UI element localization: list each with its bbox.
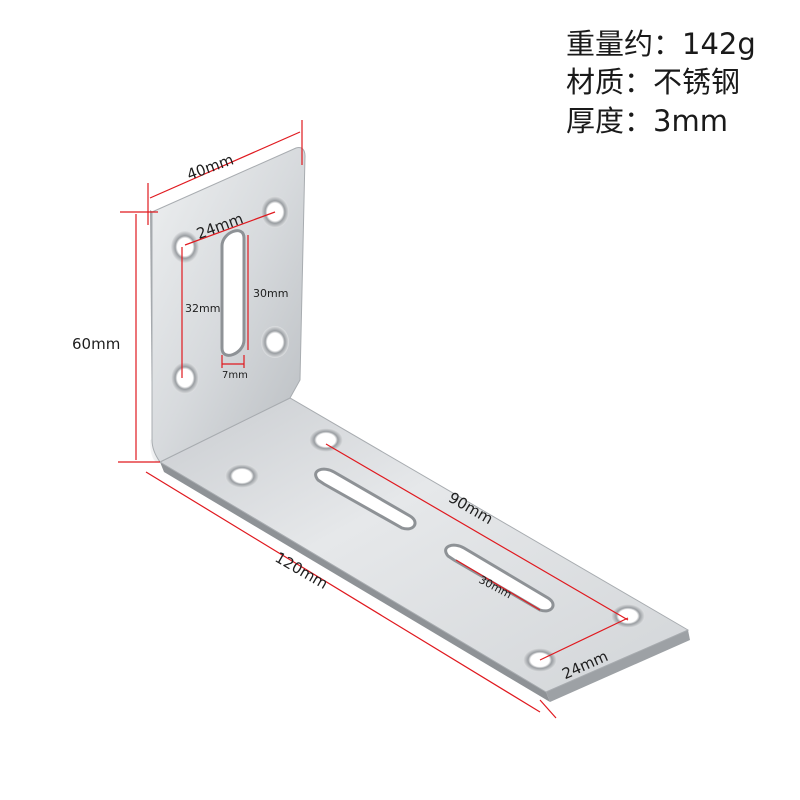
vertical-plate-holes bbox=[171, 196, 289, 394]
dim-label-height: 60mm bbox=[72, 335, 120, 353]
dim-label-vertical-hole-spacing: 32mm bbox=[185, 302, 220, 315]
countersunk-hole-icon bbox=[309, 428, 343, 452]
material-spec: 材质：不锈钢 bbox=[566, 65, 741, 99]
horizontal-slot-icon bbox=[444, 543, 555, 613]
dim-label-slot-width: 7mm bbox=[222, 370, 248, 381]
dim-label-vertical-slot-length: 30mm bbox=[253, 287, 288, 300]
countersunk-hole-icon bbox=[261, 326, 289, 358]
base-plate-edge bbox=[160, 462, 550, 702]
vertical-slot-icon bbox=[220, 229, 246, 357]
countersunk-hole-icon bbox=[611, 604, 645, 628]
thickness-spec: 厚度：3mm bbox=[566, 104, 728, 138]
base-plate bbox=[158, 397, 690, 693]
dimension-lines bbox=[118, 120, 629, 719]
countersunk-hole-icon bbox=[171, 362, 199, 394]
base-plate-front-edge bbox=[546, 630, 690, 702]
countersunk-hole-icon bbox=[225, 464, 259, 488]
weight-spec: 重量约：142g bbox=[566, 27, 756, 61]
horizontal-slot-icon bbox=[314, 467, 417, 531]
countersunk-hole-icon bbox=[171, 231, 199, 263]
